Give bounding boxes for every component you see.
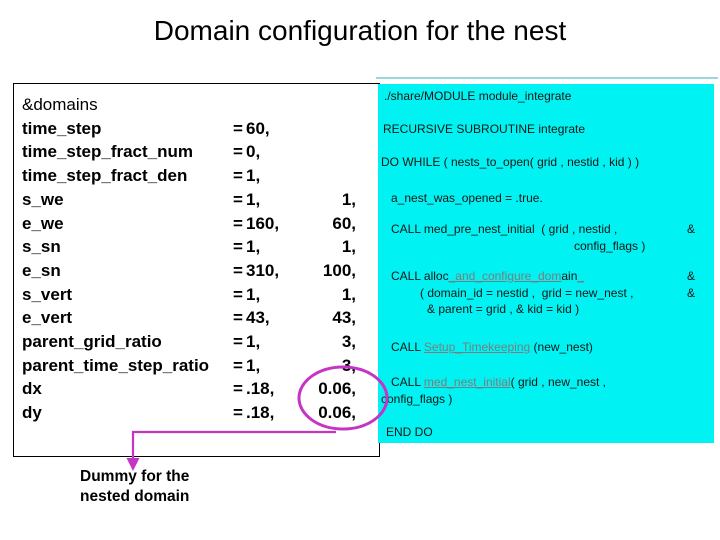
param-name: s_vert [22,284,73,304]
param-name: s_we [22,189,64,209]
param-name: parent_grid_ratio [22,332,162,352]
code-text: (new_nest) [530,340,593,354]
param-value-1: 1, [246,189,261,209]
param-name: time_step_fract_den [22,166,188,186]
equals-sign: = [233,118,243,138]
namelist-row-dx: dx =.18, 0.06, [22,377,379,401]
param-value-1: 1, [246,237,261,257]
continuation-ampersand: & [687,222,696,236]
param-value-2: 1, [341,237,356,257]
param-value-1: .18, [246,403,275,423]
callout-line-2: nested domain [80,488,190,505]
code-text: CALL alloc [391,269,449,283]
equals-sign: = [233,332,243,352]
code-text: CALL [391,340,424,354]
param-value-2: 60, [332,213,356,233]
equals-sign: = [233,142,243,162]
code-line-alloc-args-1: ( domain_id = nestid , grid = new_nest , [420,286,634,300]
param-value-2: 3, [341,355,356,375]
param-name: s_sn [22,237,61,257]
continuation-ampersand: & [687,286,696,300]
page-title: Domain configuration for the nest [153,15,567,46]
code-line-nest-opened: a_nest_was_opened = .true. [391,191,543,205]
param-value-2: 1, [341,284,356,304]
param-value-2: 1, [341,189,356,209]
namelist-row-dy: dy =.18, 0.06, [22,401,379,425]
callout-text: Dummy for the nested domain [80,467,189,507]
namelist-row-parent_grid_ratio: parent_grid_ratio =1, 3, [22,330,379,354]
param-name: e_we [22,213,64,233]
alloc-and-configure-domain-link[interactable]: _and_configure_dom [448,269,562,283]
param-value-1: 60, [246,118,270,138]
namelist-row-e_sn: e_sn =310, 100, [22,259,379,283]
code-line-call-alloc: CALL alloc_and_configure_domain_ [391,270,584,283]
param-value-1: 1, [246,332,261,352]
code-text: ( grid , new_nest , [510,375,607,389]
code-line-subroutine: RECURSIVE SUBROUTINE integrate [383,122,586,136]
code-text: CALL [391,375,424,389]
param-name: dy [22,403,42,423]
param-value-2 [302,164,356,188]
code-box: ./share/MODULE module_integrate RECURSIV… [378,84,714,443]
namelist-row-s_we: s_we=1,1, [22,188,379,212]
equals-sign: = [233,284,243,304]
param-value-2 [302,117,356,141]
equals-sign: = [233,403,243,423]
equals-sign: = [233,237,243,257]
callout-line-1: Dummy for the [80,468,190,485]
namelist-header: &domains [22,95,98,114]
namelist-row-parent_time_step_ratio: parent_time_step_ratio =1, 3, [22,354,379,378]
namelist-row-time_step_fract_num: time_step_fract_num =0, [22,140,379,164]
code-line-config-flags-2: config_flags ) [381,392,453,406]
param-name: e_vert [22,308,73,328]
equals-sign: = [233,213,243,233]
equals-sign: = [233,355,243,375]
namelist-row-e_we: e_we =160, 60, [22,212,379,236]
alloc-link-tail[interactable]: _ [577,269,585,283]
code-text: ain [561,269,578,283]
param-value-1: 43, [246,308,270,328]
code-line-call-setup-timekeeping: CALL Setup_Timekeeping (new_nest) [391,341,593,354]
code-line-call-med-nest-initial: CALL med_nest_initial( grid , new_nest , [391,376,606,389]
code-line-dowhile: DO WHILE ( nests_to_open( grid , nestid … [381,155,640,169]
param-value-2: 3, [341,332,356,352]
param-value-1: 0, [246,142,261,162]
param-name: e_sn [22,260,61,280]
param-value-1: 1, [246,284,261,304]
equals-sign: = [233,308,243,328]
continuation-ampersand: & [687,269,696,283]
param-value-2 [302,140,356,164]
code-line-alloc-args-2: & parent = grid , & kid = kid ) [427,302,580,316]
code-line-enddo: END DO [386,425,433,439]
param-name: time_step [22,118,102,138]
param-value-1: 160, [246,213,280,233]
setup-timekeeping-link[interactable]: Setup_Timekeeping [423,340,531,354]
equals-sign: = [233,166,243,186]
equals-sign: = [233,260,243,280]
param-name: dx [22,379,42,399]
param-value-2: 100, [322,260,356,280]
param-value-1: 1, [246,355,261,375]
param-value-2: 43, [332,308,356,328]
namelist-row-s_sn: s_sn=1,1, [22,235,379,259]
param-value-1: 310, [246,260,280,280]
namelist-row-e_vert: e_vert=43,43, [22,306,379,330]
param-value-1: .18, [246,379,275,399]
med-nest-initial-link[interactable]: med_nest_initial [423,375,511,389]
namelist-row-time_step: time_step =60, [22,117,379,141]
equals-sign: = [233,379,243,399]
param-value-2: 0.06, [318,403,356,423]
namelist-box: &domains time_step=60, time_step_fract_n… [13,83,380,457]
namelist-row-time_step_fract_den: time_step_fract_den =1, [22,164,379,188]
param-value-2: 0.06, [318,379,356,399]
code-line-call-med-pre-nest: CALL med_pre_nest_initial ( grid , nesti… [391,222,618,236]
equals-sign: = [233,189,243,209]
param-name: parent_time_step_ratio [22,355,210,375]
param-value-1: 1, [246,166,261,186]
namelist-row-s_vert: s_vert=1,1, [22,283,379,307]
code-line-module-path: ./share/MODULE module_integrate [384,89,572,103]
code-line-config-flags-1: config_flags ) [574,239,646,253]
param-name: time_step_fract_num [22,142,194,162]
divider-line [376,77,718,79]
